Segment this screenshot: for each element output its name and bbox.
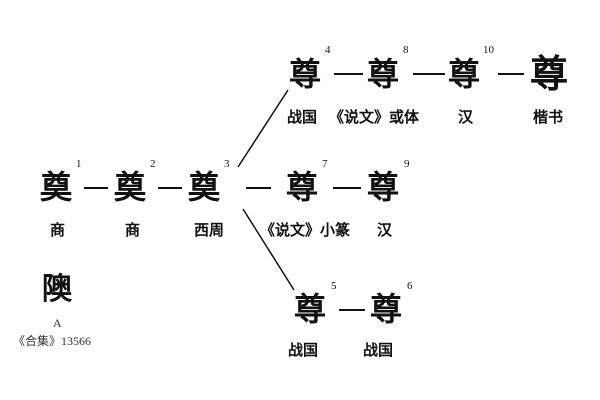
branch-line-bottom (242, 208, 295, 291)
glyph-kaishu: 尊 (530, 51, 569, 96)
connector (246, 187, 271, 189)
glyph-number: 8 (403, 44, 409, 56)
glyph-number: 9 (404, 158, 410, 170)
glyph-number: 7 (322, 158, 328, 170)
glyph-3: 奠 (188, 168, 221, 206)
glyph-10: 尊 (448, 55, 481, 93)
glyph-2: 奠 (114, 168, 147, 206)
glyph-number: 3 (224, 158, 230, 170)
label: 战国 (287, 108, 318, 126)
glyph-7: 尊 (286, 168, 319, 206)
glyph-number: 5 (331, 280, 337, 292)
glyph-8: 尊 (367, 55, 400, 93)
connector (158, 187, 182, 189)
branch-line-top (237, 89, 289, 168)
label: 楷书 (533, 108, 564, 126)
connector (84, 187, 108, 189)
glyph-9: 尊 (367, 168, 400, 206)
connector (334, 73, 363, 75)
glyph-number: 6 (407, 280, 413, 292)
label: 《说文》或体 (329, 108, 420, 126)
glyph-4: 尊 (289, 55, 322, 93)
glyph-5: 尊 (294, 290, 327, 328)
label: 商 (50, 221, 66, 239)
label: 汉 (377, 221, 393, 239)
label: 西周 (194, 221, 225, 239)
connector (498, 73, 524, 75)
connector (339, 309, 365, 311)
glyph-6: 尊 (370, 290, 403, 328)
label: 汉 (458, 108, 474, 126)
connector (333, 187, 361, 189)
glyph-1: 奠 (40, 168, 73, 206)
label: 战国 (363, 341, 394, 359)
label: 《说文》小篆 (260, 221, 351, 239)
glyph-number: 2 (150, 158, 156, 170)
glyph-number: 1 (76, 158, 82, 170)
variant-letter: A (53, 316, 62, 330)
glyph-number: 10 (483, 44, 494, 56)
variant-source: 《合集》13566 (13, 334, 92, 348)
glyph-number: 4 (325, 44, 331, 56)
label: 商 (125, 221, 141, 239)
label: 战国 (288, 341, 319, 359)
connector (413, 73, 445, 75)
variant-glyph: 隩 (42, 272, 72, 307)
